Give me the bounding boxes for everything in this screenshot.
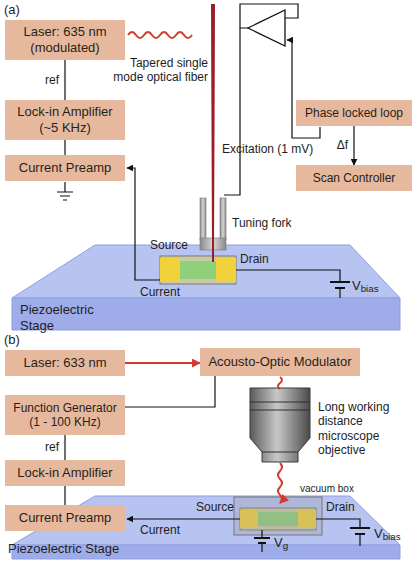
edge-label: ref — [45, 73, 59, 87]
box-label: Lock-in Amplifier (~5 KHz) — [10, 104, 120, 135]
connector — [64, 435, 65, 460]
symbol-letter: V — [274, 535, 283, 550]
annotation-label: Piezoelectric Stage — [20, 302, 110, 333]
annotation-label: Vg — [274, 535, 288, 551]
process-box: Current Preamp — [5, 155, 125, 181]
box-label: Laser: 635 nm (modulated) — [10, 24, 120, 55]
stage-top — [12, 496, 400, 545]
process-box: Current Preamp — [5, 505, 125, 531]
annotation-label: Piezoelectric Stage — [8, 541, 119, 557]
annotation-label: Source — [150, 238, 188, 252]
connector — [64, 140, 65, 155]
process-box: Laser: 633 nm — [5, 350, 125, 376]
connector — [64, 486, 65, 505]
gate-wire — [261, 543, 262, 552]
process-box: Acousto-Optic Modulator — [200, 348, 360, 376]
annotation-label: Drain — [326, 500, 355, 514]
stage-top — [12, 245, 400, 298]
current-wire — [127, 518, 240, 519]
sample-chip — [160, 256, 236, 284]
symbol-letter: V — [374, 526, 383, 541]
annotation-label: (b) — [4, 332, 20, 348]
edge-label: Δf — [337, 138, 348, 152]
annotation-label: Current — [140, 523, 180, 537]
annotation-label: Vbias — [352, 278, 379, 294]
laser-wave — [278, 463, 282, 503]
vacuum-box — [234, 497, 322, 535]
connector — [125, 362, 200, 364]
annotation-label: Source — [196, 500, 234, 514]
subscript: g — [283, 540, 288, 551]
box-label: Scan Controller — [313, 171, 396, 185]
box-label: Current Preamp — [19, 160, 111, 176]
connector — [64, 60, 65, 100]
channel — [180, 261, 216, 279]
box-label: Laser: 633 nm — [23, 355, 106, 371]
edge-label: ref — [45, 440, 59, 454]
optical-fiber — [211, 4, 215, 262]
bias-wire — [359, 534, 360, 546]
bias-wire — [236, 270, 340, 282]
source-electrode — [160, 258, 180, 282]
annotation-label: Current — [140, 285, 180, 299]
process-box: Function Generator (1 - 100 KHz) — [5, 395, 125, 435]
process-box: Laser: 635 nm (modulated) — [5, 20, 125, 60]
bias-wire — [339, 288, 340, 298]
annotation-label: Long working distance microscope objecti… — [318, 400, 410, 458]
fork-prong — [200, 198, 206, 240]
current-wire — [127, 168, 160, 280]
box-label: Function Generator (1 - 100 KHz) — [10, 401, 120, 430]
op-amp — [248, 10, 285, 46]
annotation-label: vacuum box — [300, 483, 354, 495]
drain-electrode — [216, 258, 236, 282]
box-label: Lock-in Amplifier — [17, 465, 112, 481]
box-label: Phase locked loop — [305, 106, 403, 120]
microscope-objective — [250, 388, 310, 462]
fork-wire — [224, 28, 240, 195]
annotation-label: Vbias — [374, 526, 401, 542]
battery-symbol — [330, 282, 350, 288]
bias-wire — [316, 519, 360, 528]
annotation-label: Excitation (1 mV) — [222, 142, 313, 156]
battery-symbol — [350, 528, 370, 534]
process-box: Scan Controller — [296, 165, 412, 191]
process-box: Phase locked loop — [296, 100, 412, 126]
ground-symbol — [57, 182, 73, 200]
subscript: bias — [361, 283, 379, 294]
box-label: Acousto-Optic Modulator — [208, 354, 351, 370]
symbol-letter: V — [352, 278, 361, 293]
laser-wave — [278, 377, 282, 389]
objective-ring — [250, 402, 310, 452]
connector — [353, 126, 354, 165]
gate-wire — [261, 530, 262, 538]
annotation-label: (a) — [4, 2, 20, 18]
process-box: Lock-in Amplifier (~5 KHz) — [5, 100, 125, 140]
subscript: bias — [383, 531, 401, 542]
laser-wave — [128, 32, 192, 38]
optical-fiber — [212, 196, 214, 262]
feedback-wire — [240, 4, 298, 28]
box-label: Current Preamp — [19, 510, 111, 526]
annotation-label: Drain — [240, 252, 269, 266]
fork-prong — [220, 198, 226, 240]
process-box: Lock-in Amplifier — [5, 460, 125, 486]
annotation-label: Tapered single mode optical fiber — [104, 56, 208, 85]
connector — [125, 376, 215, 407]
annotation-label: Tuning fork — [232, 216, 292, 230]
battery-symbol — [254, 538, 270, 543]
